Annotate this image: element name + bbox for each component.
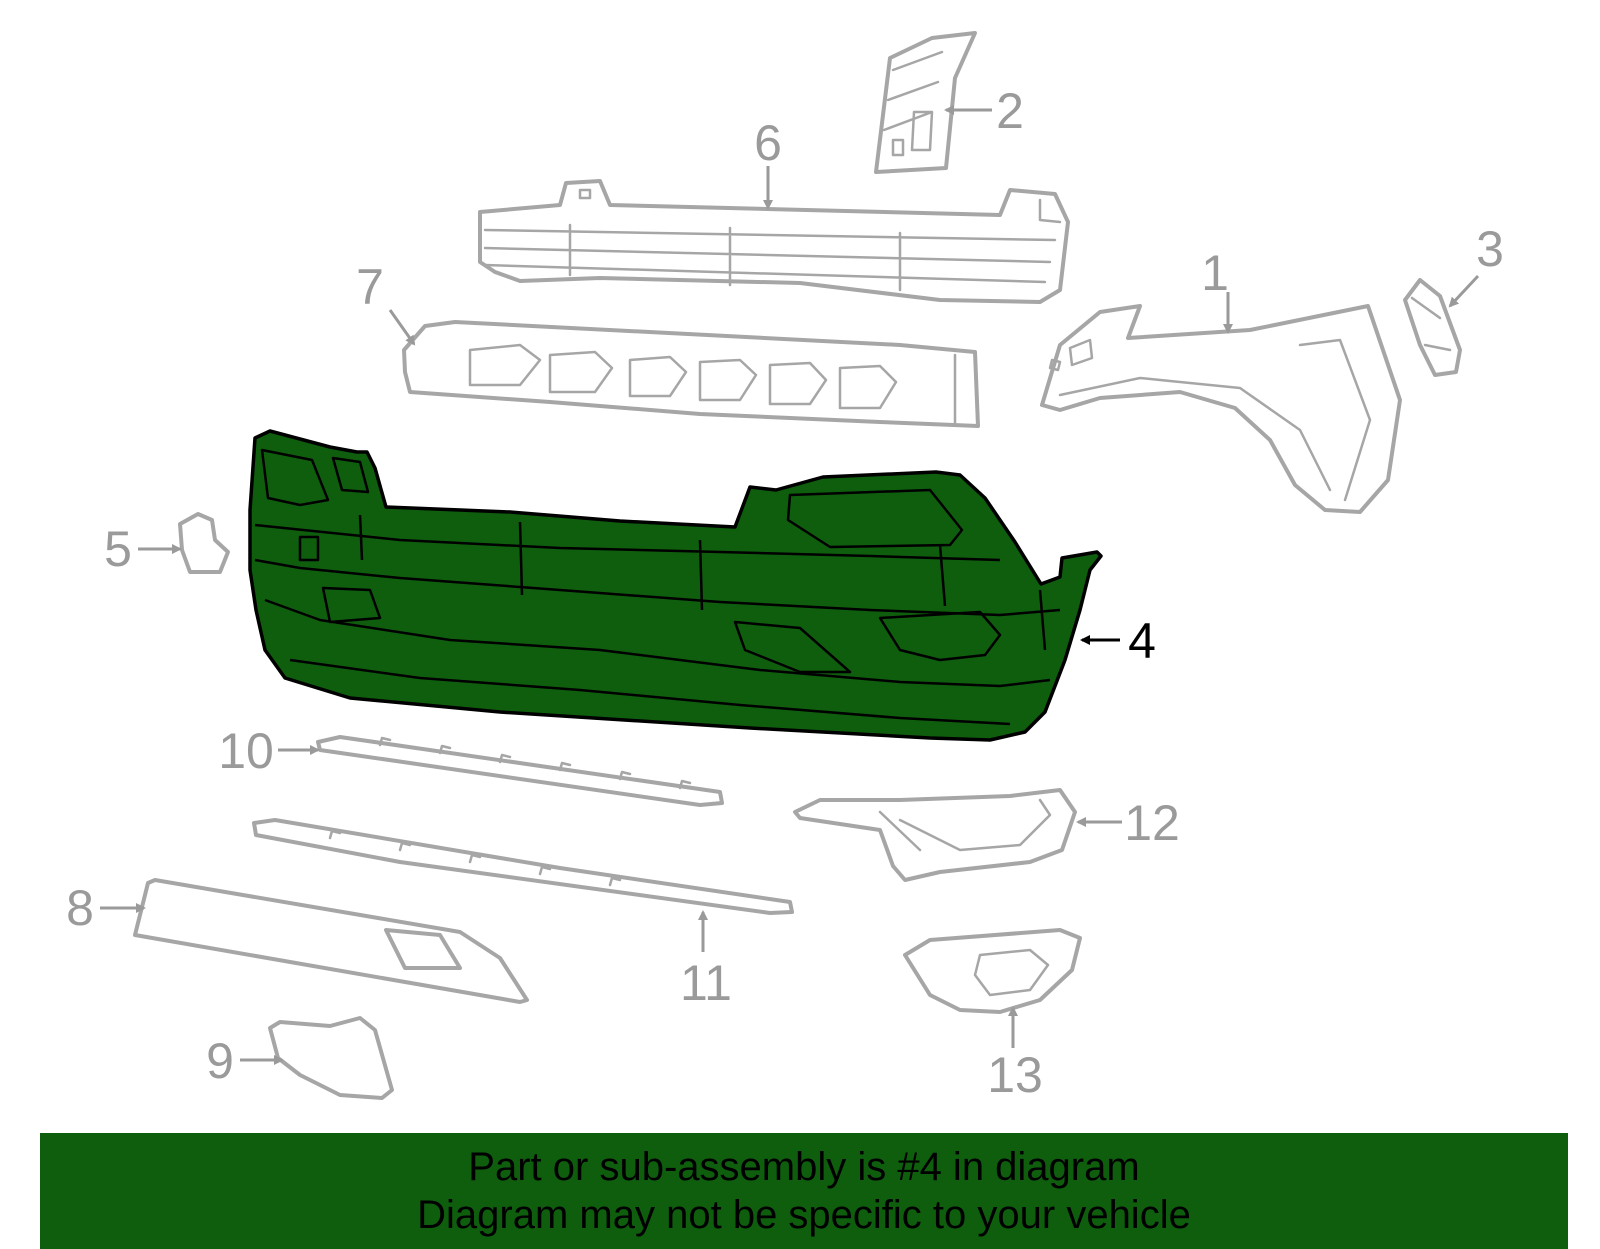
- banner-line-1: Part or sub-assembly is #4 in diagram: [468, 1145, 1140, 1189]
- part-5-sensor-bracket: [178, 512, 230, 574]
- part-12-grille-bracket: [793, 788, 1077, 882]
- callout-11: 11: [680, 955, 732, 1011]
- callout-6: 6: [754, 115, 782, 171]
- callout-1: 1: [1201, 245, 1229, 301]
- callout-13: 13: [987, 1047, 1043, 1103]
- part-1-side-bracket: [1040, 304, 1402, 514]
- arrow-3: [1448, 274, 1480, 308]
- callout-5: 5: [104, 521, 132, 577]
- part-11-trim-strip: [252, 818, 794, 915]
- part-6-reinforcement-bar: [478, 179, 1070, 304]
- part-8-mesh-grille: [133, 878, 529, 1004]
- callout-4: 4: [1128, 613, 1156, 669]
- part-3-clip: [1403, 278, 1462, 377]
- part-13-fog-bezel: [903, 928, 1082, 1014]
- callout-3: 3: [1476, 221, 1504, 277]
- info-banner: Part or sub-assembly is #4 in diagram Di…: [40, 1133, 1568, 1249]
- part-4-bumper-cover: [248, 429, 1103, 742]
- callout-8: 8: [66, 880, 94, 936]
- part-7-absorber: [402, 320, 980, 428]
- part-9-cover-plate: [268, 1016, 394, 1100]
- callout-12: 12: [1124, 795, 1180, 851]
- callout-2: 2: [996, 83, 1024, 139]
- callout-10: 10: [218, 723, 274, 779]
- arrow-7: [388, 309, 416, 346]
- callout-7: 7: [356, 259, 384, 315]
- callout-9: 9: [206, 1033, 234, 1089]
- banner-line-2: Diagram may not be specific to your vehi…: [417, 1193, 1191, 1237]
- part-10-trim-strip: [316, 735, 724, 807]
- part-2-bracket: [874, 31, 977, 174]
